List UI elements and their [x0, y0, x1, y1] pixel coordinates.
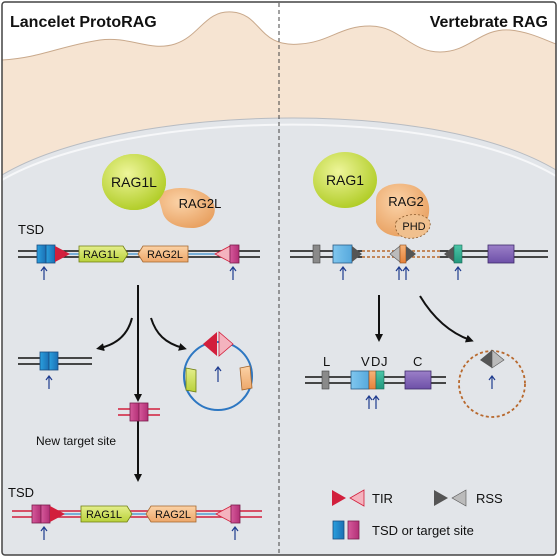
left-panel-title: Lancelet ProtoRAG	[10, 14, 157, 31]
rag1l-protein-front	[102, 154, 166, 210]
new-target-site	[118, 402, 160, 422]
tsd-block	[36, 244, 47, 264]
up-arrow-icon	[454, 266, 462, 280]
up-arrow-icon	[402, 266, 410, 280]
rag2l-gene-label-bottom: RAG2L	[155, 509, 191, 521]
right-top-locus	[290, 244, 548, 280]
rss-icon	[480, 350, 492, 368]
up-arrow-icon	[372, 395, 380, 409]
left-bottom-transposon: RAG1L RAG2L	[12, 504, 262, 540]
legend-tsd-pink	[347, 520, 360, 540]
new-target-site-label: New target site	[36, 434, 116, 448]
tir-left-icon	[50, 506, 65, 522]
up-arrow-icon	[40, 526, 48, 540]
up-arrow-icon	[231, 526, 239, 540]
right-panel-title: Vertebrate RAG	[430, 14, 548, 31]
segment-l-label: L	[323, 354, 330, 369]
rss-icon	[352, 246, 362, 262]
tsd-label-bottom: TSD	[8, 485, 34, 500]
legend-tir-label: TIR	[372, 491, 393, 506]
up-arrow-icon	[395, 266, 403, 280]
rag1l-protein-label: RAG1L	[111, 174, 157, 190]
rag2l-protein-label: RAG2L	[179, 196, 222, 211]
legend: TIR RSS TSD or target site	[332, 489, 503, 540]
recombination-arrows	[375, 295, 474, 343]
up-arrow-icon	[229, 266, 237, 280]
legend-rss-label: RSS	[476, 491, 503, 506]
tir-icon	[203, 332, 217, 356]
segment-v-label: V	[361, 354, 370, 369]
up-arrow-icon	[339, 266, 347, 280]
legend-tir-icon	[349, 489, 365, 507]
up-arrow-icon	[214, 366, 222, 382]
tsd-block	[45, 244, 56, 264]
right-excised-circle	[458, 349, 526, 418]
left-top-transposon: RAG1L RAG2L	[18, 244, 260, 280]
rag1l-gene	[78, 245, 129, 263]
left-joined-tsd	[18, 351, 92, 389]
up-arrow-icon	[40, 266, 48, 280]
rss-icon	[491, 349, 505, 369]
legend-rss-icon	[434, 490, 448, 506]
rag2-protein-label: RAG2	[388, 194, 423, 209]
up-arrow-icon	[365, 395, 373, 409]
phd-domain	[395, 214, 431, 239]
rag1-protein-label: RAG1	[326, 172, 364, 188]
legend-tsd-blue	[332, 520, 345, 540]
rss-icon	[406, 246, 416, 262]
tir-left-icon	[55, 246, 70, 262]
rag2l-gene-label: RAG2L	[147, 249, 183, 261]
rag2l-gene	[137, 245, 189, 263]
phd-domain-label: PHD	[402, 221, 425, 233]
up-arrow-icon	[45, 375, 53, 389]
tir-icon	[218, 331, 234, 357]
legend-tir-icon	[332, 490, 346, 506]
excision-arrows	[96, 285, 187, 482]
rss-icon	[444, 246, 454, 262]
rag2l-gene	[145, 505, 197, 523]
up-arrow-icon	[488, 375, 496, 389]
left-excised-circle	[183, 331, 253, 411]
right-rearranged-locus	[305, 370, 446, 409]
segment-d-label: D	[371, 354, 380, 369]
rag2l-protein	[158, 188, 215, 228]
rag1l-gene-label-bottom: RAG1L	[86, 509, 122, 521]
rag1l-gene-label: RAG1L	[83, 249, 119, 261]
tsd-label-top: TSD	[18, 222, 44, 237]
segment-j-label: J	[381, 354, 388, 369]
segment-c-label: C	[413, 354, 422, 369]
legend-rss-icon	[451, 489, 467, 507]
rag1-protein	[313, 152, 377, 208]
tsd-block	[229, 244, 240, 264]
rag1l-gene	[80, 505, 133, 523]
legend-tsd-label: TSD or target site	[372, 523, 474, 538]
